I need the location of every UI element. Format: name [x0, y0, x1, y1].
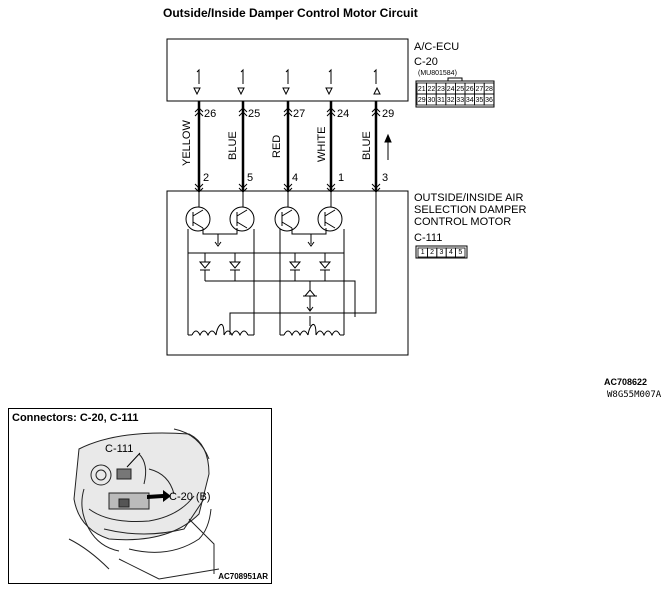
- connector-pin-number: 32: [447, 97, 455, 104]
- connector-pin-number: 5: [458, 249, 462, 256]
- callout-c111: C-111: [105, 443, 133, 455]
- motor-box: [166, 190, 409, 356]
- connector-pin-number: 23: [437, 86, 445, 93]
- connector-pin-number: 25: [456, 86, 464, 93]
- ecu-terminal-27: [282, 68, 290, 96]
- engine-bay-illustration: C-111 C-20 (B): [68, 428, 220, 580]
- ecu-pin-27: 27: [293, 108, 305, 120]
- wire-harness: [197, 101, 378, 191]
- transistor-icon: [229, 206, 255, 232]
- zener-diode-icon: [303, 289, 317, 312]
- signal-direction-arrow-icon: [384, 133, 392, 160]
- diagram-title: Outside/Inside Damper Control Motor Circ…: [163, 6, 418, 20]
- ecu-terminal-25: [237, 68, 245, 96]
- inset-title: Connectors: C-20, C-111: [12, 412, 139, 424]
- connector-pin-number: 28: [485, 86, 493, 93]
- ecu-terminal-26: [193, 68, 201, 96]
- coil-icon: [191, 330, 217, 337]
- callout-line-c111: [126, 452, 141, 468]
- reference-code-2: W8G55M007A: [607, 390, 662, 400]
- ecu-terminals: [193, 68, 381, 96]
- ecu-side-chevrons: [194, 107, 381, 117]
- motor-connector: C-111: [414, 232, 442, 244]
- ecu-pin-25: 25: [248, 108, 260, 120]
- connector-pin-number: 34: [466, 97, 474, 104]
- connector-pin-number: 27: [476, 86, 484, 93]
- motor-name-line3: CONTROL MOTOR: [414, 216, 511, 228]
- transistor-icon: [185, 206, 211, 232]
- coil-icon: [283, 330, 309, 337]
- diode-icon: [288, 253, 302, 281]
- wire-color-red: RED: [271, 135, 283, 158]
- wire-color-yellow: YELLOW: [181, 120, 193, 166]
- connector-pin-number: 21: [418, 86, 426, 93]
- connector-pin-number: 2: [430, 249, 434, 256]
- connector-pin-number: 22: [428, 86, 436, 93]
- diode-icon: [228, 253, 242, 281]
- diode-icon: [318, 253, 332, 281]
- diode-icon: [198, 253, 212, 281]
- connector-pin-number: 36: [485, 97, 493, 104]
- connector-pin-cell: [483, 93, 495, 106]
- connector-pin-number: 24: [447, 86, 455, 93]
- motor-pin-5: 5: [247, 172, 253, 184]
- wire-color-white: WHITE: [316, 127, 328, 162]
- motor-pin-2: 2: [203, 172, 209, 184]
- motor-name-line2: SELECTION DAMPER: [414, 204, 527, 216]
- connector-pin-number: 33: [456, 97, 464, 104]
- connector-pin-number: 3: [440, 249, 444, 256]
- callout-c20: C-20 (B): [169, 491, 211, 503]
- ecu-terminal-24: [325, 68, 333, 96]
- reference-code-1: AC708622: [604, 377, 647, 387]
- ecu-pin-29: 29: [382, 108, 394, 120]
- inset-reference-code: AC708951AR: [218, 572, 268, 581]
- connector-pin-number: 29: [418, 97, 426, 104]
- arrow-right-icon: [147, 490, 171, 502]
- ecu-pin-24: 24: [337, 108, 349, 120]
- motor-pin-4: 4: [292, 172, 298, 184]
- motor-pin-1: 1: [338, 172, 344, 184]
- ecu-name: A/C-ECU: [414, 41, 459, 53]
- motor-pin-3: 3: [382, 172, 388, 184]
- coil-icon: [315, 330, 341, 337]
- ecu-terminal-29: [373, 68, 381, 95]
- connector-pin-cell: [455, 247, 466, 258]
- coil-icon: [223, 330, 249, 337]
- connector-pin-number: 1: [421, 249, 425, 256]
- connector-pin-number: 4: [449, 249, 453, 256]
- ecu-connector: C-20: [414, 56, 438, 68]
- ecu-part-number: (MU801584): [418, 70, 457, 77]
- connector-pin-number: 30: [428, 97, 436, 104]
- transistor-icon: [274, 206, 300, 232]
- wire-color-blue-2: BLUE: [361, 131, 373, 160]
- connector-pin-number: 26: [466, 86, 474, 93]
- motor-internal-circuit: [185, 191, 377, 337]
- ecu-pin-26: 26: [204, 108, 216, 120]
- transistor-icon: [317, 206, 343, 232]
- connector-location-inset: Connectors: C-20, C-111 C-111 C-20 (B) A…: [8, 408, 272, 584]
- motor-name-line1: OUTSIDE/INSIDE AIR: [414, 192, 523, 204]
- wire-color-blue-1: BLUE: [227, 131, 239, 160]
- connector-pin-number: 31: [437, 97, 445, 104]
- connector-pin-number: 35: [476, 97, 484, 104]
